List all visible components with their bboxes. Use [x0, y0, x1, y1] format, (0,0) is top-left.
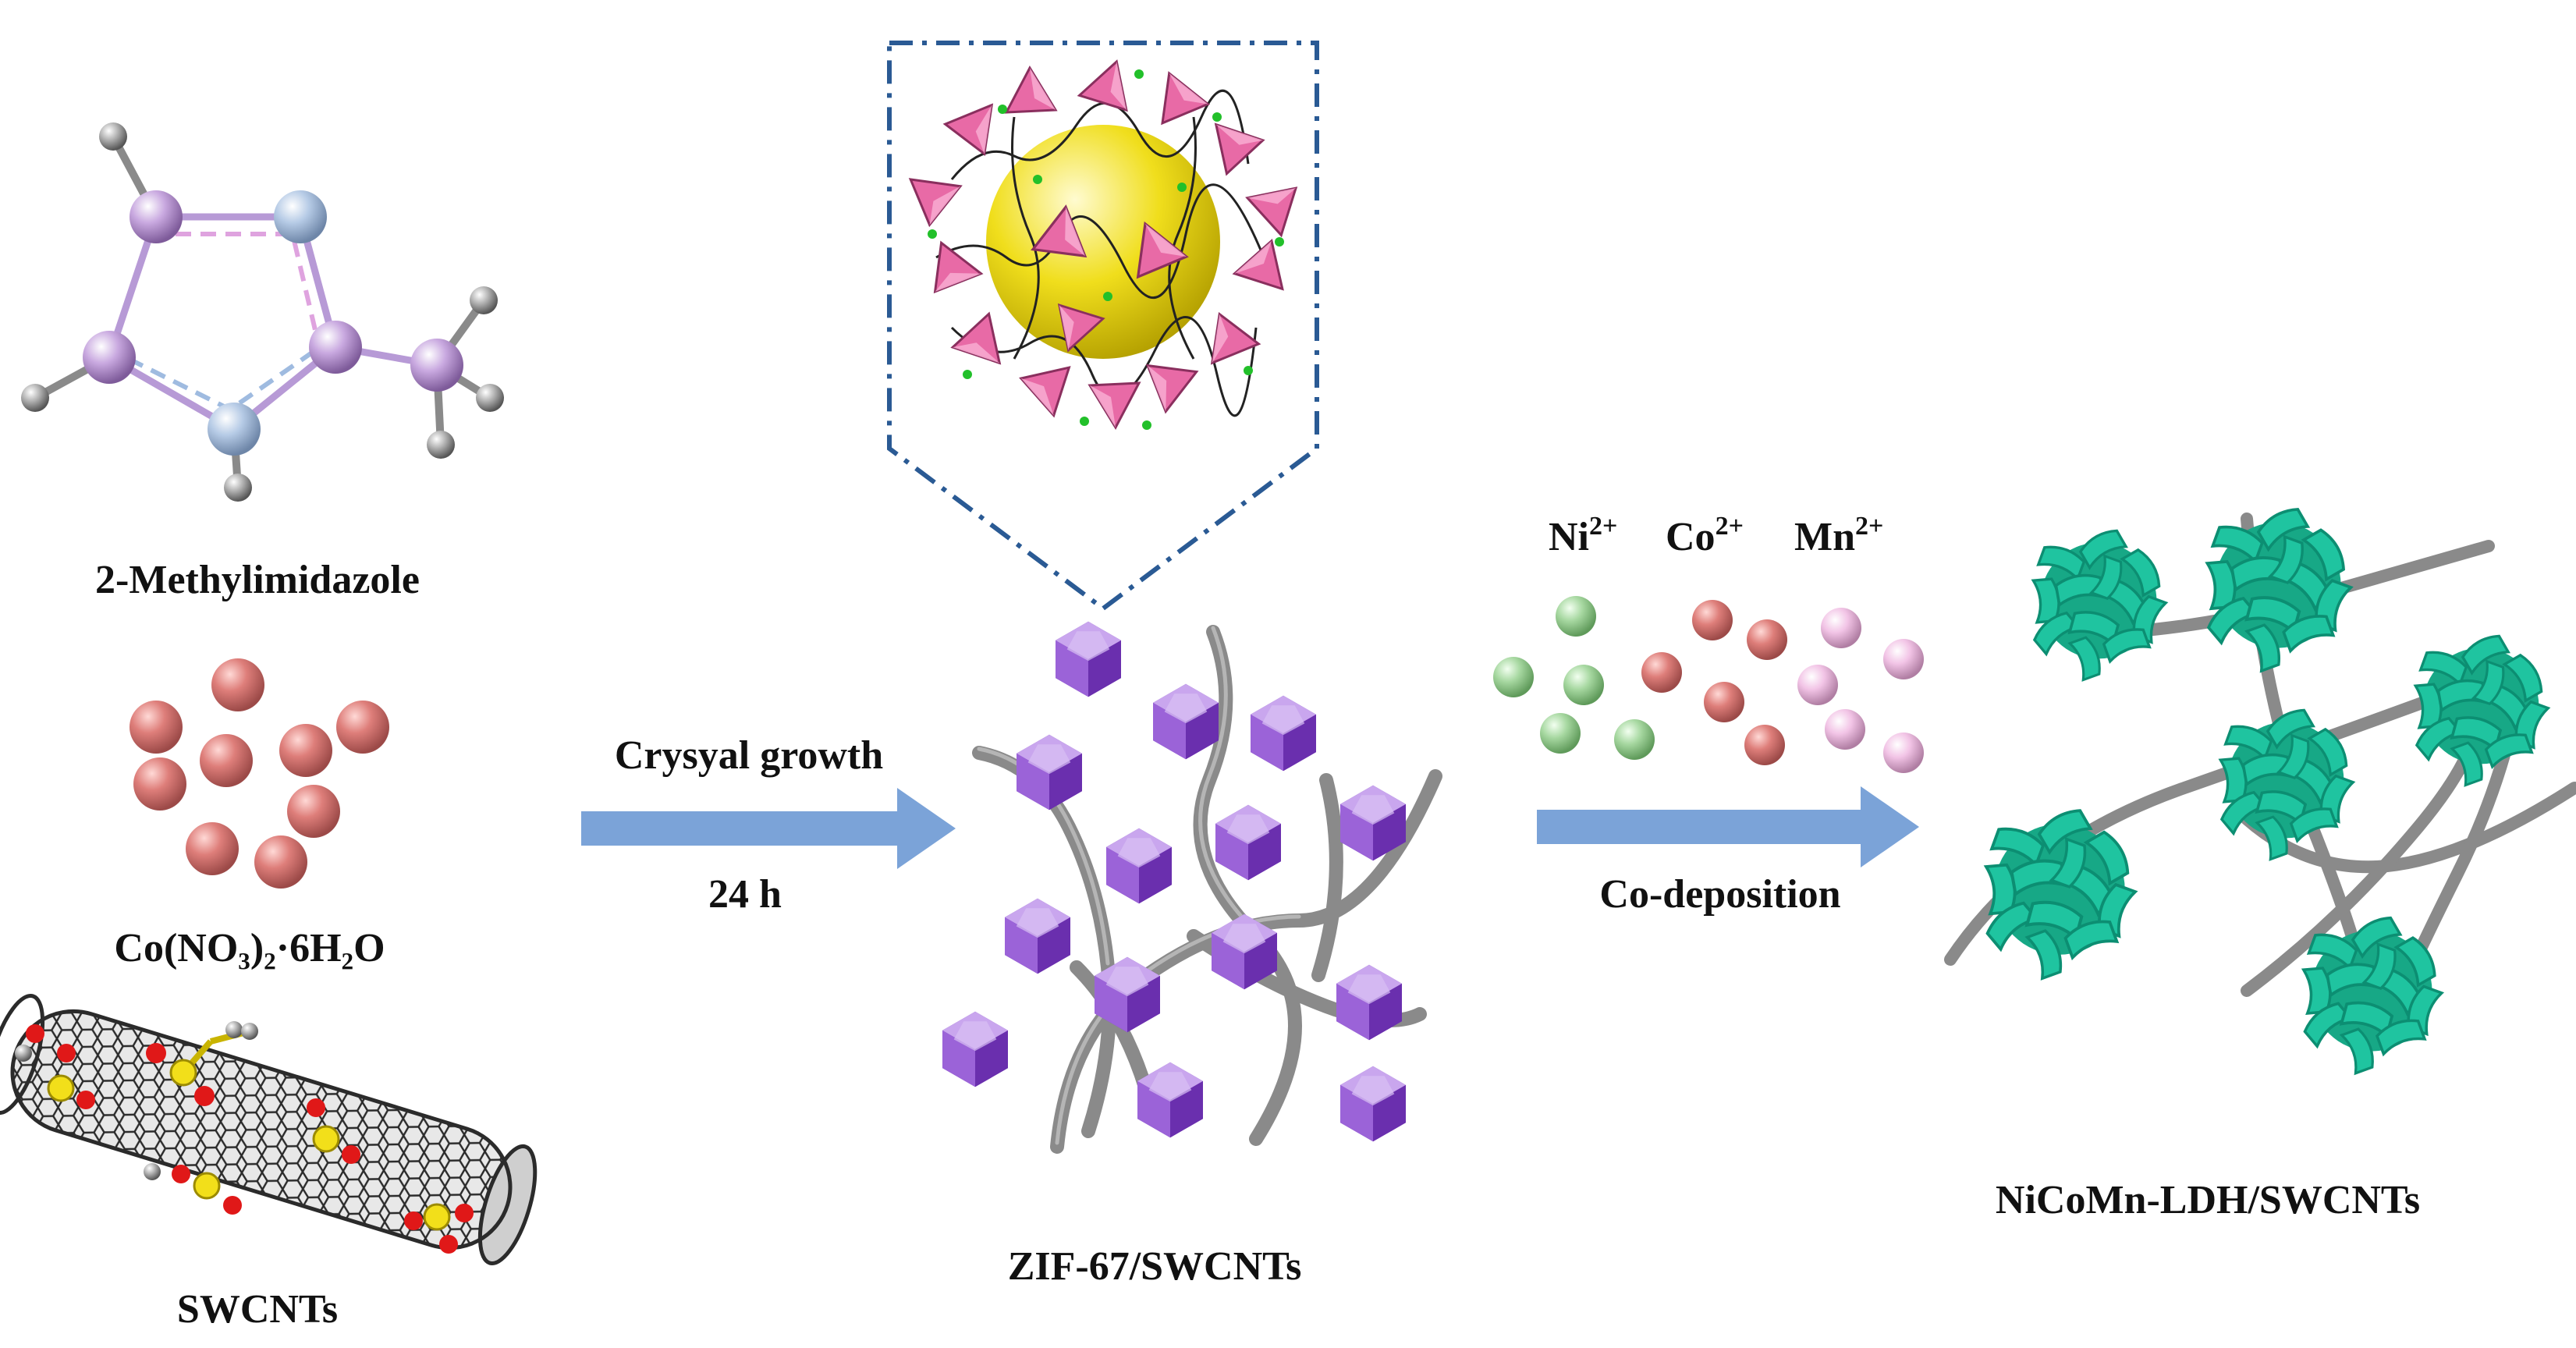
- nicomn-ldh-swcnt-label: NiCoMn-LDH/SWCNTs: [1996, 1178, 2420, 1222]
- manganese-charge-label: 2+: [1855, 512, 1883, 541]
- nickel-ion-label: Ni: [1549, 515, 1589, 559]
- zif67-swcnt-label: ZIF-67/SWCNTs: [1008, 1244, 1302, 1289]
- nicomn-ldh-swcnt-composite-icon: [1944, 505, 2576, 1073]
- cobalt-charge-label: 2+: [1716, 512, 1744, 541]
- zif67-swcnt-composite-icon: [942, 621, 1442, 1154]
- sodalite-cage-icon: [909, 52, 1300, 430]
- cobalt-nitrate-label: Co(NO₃)₂·6H₂O: [114, 926, 385, 970]
- methylimidazole-molecule-icon: [21, 122, 504, 502]
- sulfonic-group-icon: [15, 1021, 474, 1254]
- svg-text:Ni2+: Ni2+: [1549, 512, 1617, 559]
- co-deposition-arrow-icon: [1537, 786, 1919, 867]
- manganese-ions-icon: [1797, 608, 1924, 773]
- nickel-ions-icon: [1493, 596, 1655, 760]
- crystal-growth-label: Crysyal growth: [615, 733, 883, 778]
- methylimidazole-label: 2-Methylimidazole: [95, 558, 420, 602]
- manganese-ion-label: Mn: [1794, 515, 1855, 559]
- nickel-charge-label: 2+: [1589, 512, 1617, 541]
- swcnt-tube-icon: [0, 993, 538, 1266]
- co-deposition-label: Co-deposition: [1599, 872, 1840, 917]
- cobalt-ions-icon: [130, 658, 389, 889]
- cobalt-ions-small-icon: [1641, 600, 1787, 765]
- zif67-cage-inset: [887, 41, 1319, 612]
- svg-text:Co2+: Co2+: [1666, 512, 1744, 559]
- svg-text:Mn2+: Mn2+: [1794, 512, 1883, 559]
- growth-time-label: 24 h: [708, 872, 782, 917]
- cobalt-ion-label: Co: [1666, 515, 1716, 559]
- metal-ion-labels: Ni2+ Co2+ Mn2+: [1549, 512, 1883, 559]
- swcnt-label: SWCNTs: [177, 1287, 338, 1332]
- crystal-growth-arrow-icon: [581, 788, 956, 869]
